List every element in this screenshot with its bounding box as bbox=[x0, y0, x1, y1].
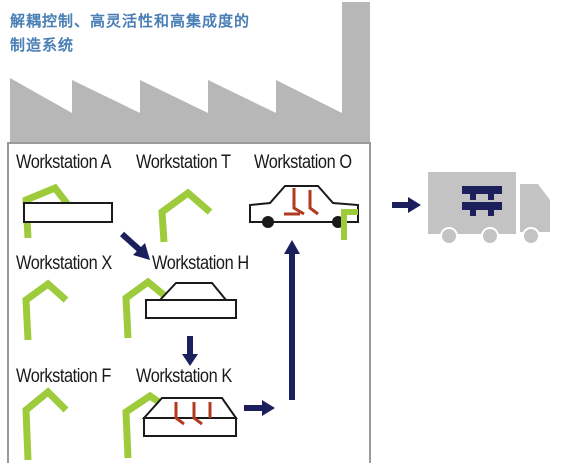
factory-roof bbox=[10, 78, 342, 143]
workstation-a-label: Workstation A bbox=[16, 152, 111, 173]
arrow-a-to-h-head bbox=[133, 243, 150, 260]
robot-arm-f bbox=[22, 387, 69, 461]
diagram-title-line-2: 制造系统 bbox=[10, 36, 75, 54]
arrow-a-to-h-shaft bbox=[119, 231, 145, 255]
diagram-title-line-1: 解耦控制、高灵活性和高集成度的 bbox=[10, 12, 251, 30]
car-body-o bbox=[249, 185, 359, 223]
robot-arm-o bbox=[341, 209, 358, 240]
workstation-x-label: Workstation X bbox=[16, 253, 112, 274]
workstation-a-machine bbox=[22, 183, 113, 239]
car-wheel-front bbox=[262, 216, 274, 228]
robot-arm-x bbox=[22, 279, 69, 341]
workstation-t-machine bbox=[158, 188, 213, 243]
flow-arrows bbox=[119, 197, 421, 416]
workstation-k-label: Workstation K bbox=[136, 366, 232, 387]
worktable-h bbox=[145, 299, 237, 319]
workstation-o-machine bbox=[249, 185, 359, 240]
arrow-o-to-truck-head bbox=[408, 197, 421, 213]
workstation-k-machine bbox=[122, 391, 238, 459]
factory-chimney bbox=[342, 2, 370, 144]
truck-cargo-bodies bbox=[462, 186, 502, 216]
robot-arm-t bbox=[158, 188, 213, 243]
truck-wheel-1 bbox=[440, 227, 458, 245]
arrow-h-to-k-head bbox=[182, 354, 198, 366]
workstation-x-machine bbox=[22, 279, 69, 341]
workstation-f-machine bbox=[22, 387, 69, 461]
workstation-h-label: Workstation H bbox=[152, 253, 249, 274]
truck-wheel-2 bbox=[481, 227, 499, 245]
robot-arm-h bbox=[122, 277, 173, 339]
worktable-a bbox=[23, 202, 113, 223]
delivery-truck bbox=[428, 172, 550, 245]
workstation-h-machine bbox=[122, 277, 237, 339]
arrow-up-to-o-head bbox=[284, 240, 300, 254]
arrow-k-to-up-head bbox=[262, 400, 275, 416]
workstation-f-label: Workstation F bbox=[16, 366, 111, 387]
worktable-k bbox=[143, 417, 237, 437]
truck-wheel-3 bbox=[522, 227, 540, 245]
workstation-o-label: Workstation O bbox=[254, 152, 352, 173]
weld-marks-o bbox=[284, 188, 319, 216]
truck-cab bbox=[520, 184, 550, 232]
workstation-t-label: Workstation T bbox=[136, 152, 231, 173]
weld-marks-k bbox=[174, 402, 212, 426]
